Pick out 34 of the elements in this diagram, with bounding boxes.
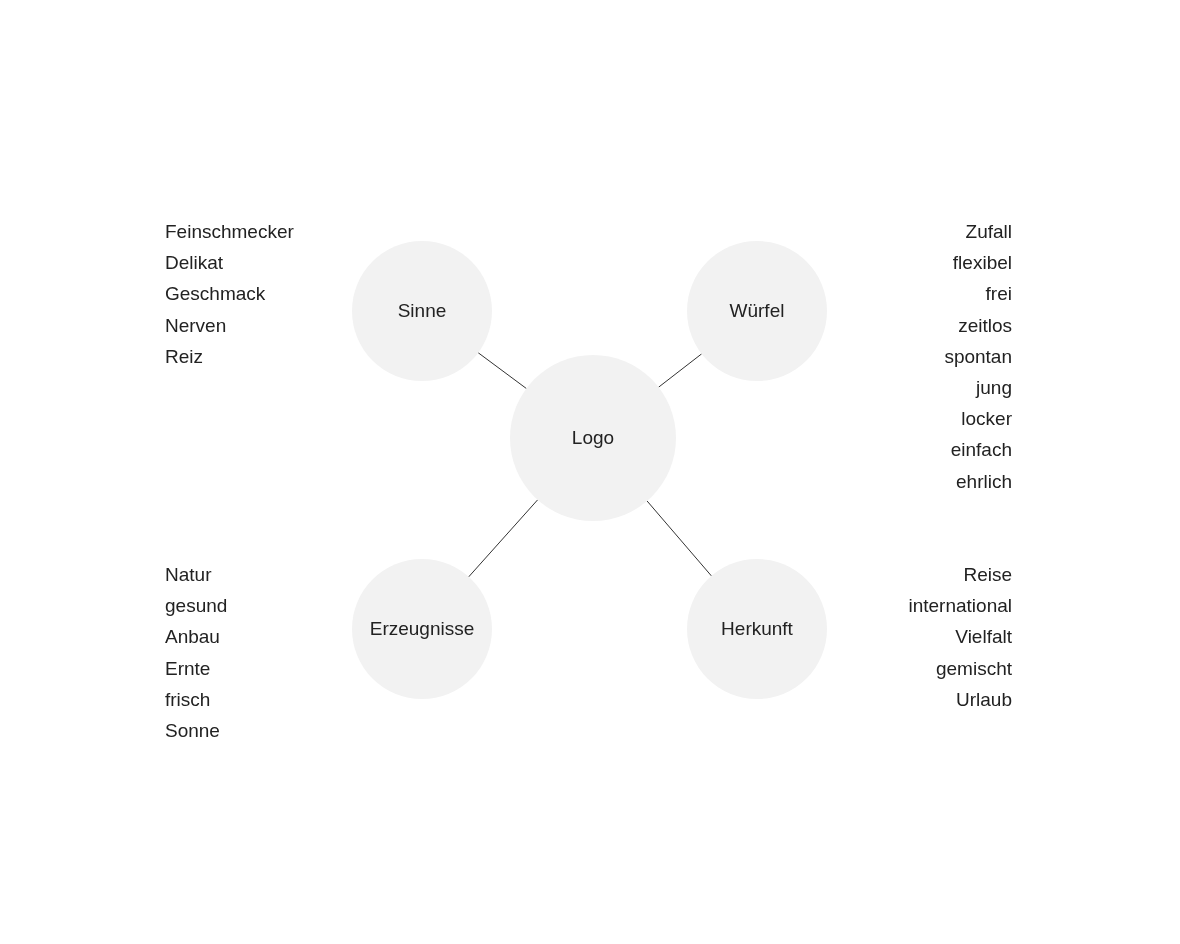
keyword: Sonne xyxy=(165,719,220,743)
keyword: flexibel xyxy=(952,251,1012,276)
keyword: gesund xyxy=(165,594,228,619)
connector-line xyxy=(468,499,539,578)
keyword: Reiz xyxy=(165,344,203,369)
keyword: jung xyxy=(976,376,1012,400)
keyword: Anbau xyxy=(165,625,220,650)
keyword: Nerven xyxy=(165,313,227,338)
keyword: frisch xyxy=(165,687,211,712)
keyword: Urlaub xyxy=(956,687,1012,712)
keyword: frei xyxy=(985,282,1012,307)
connector-line xyxy=(658,353,703,388)
keyword: Feinschmecker xyxy=(165,220,294,244)
keyword: einfach xyxy=(950,438,1012,463)
connector-line xyxy=(646,500,712,577)
keyword: Delikat xyxy=(165,251,224,276)
keyword: Ernte xyxy=(165,656,211,681)
keyword: Natur xyxy=(165,563,212,587)
topic-label: Herkunft xyxy=(721,618,793,640)
topic-label: Sinne xyxy=(397,300,447,322)
connector-line xyxy=(477,352,527,389)
topic-label: Logo xyxy=(571,427,615,449)
keyword: Zufall xyxy=(965,220,1012,244)
keyword: international xyxy=(908,594,1012,619)
topic-label: Erzeugnisse xyxy=(369,618,475,640)
keyword: Geschmack xyxy=(165,282,266,307)
keyword: Vielfalt xyxy=(955,625,1012,650)
keyword: spontan xyxy=(944,344,1012,369)
keyword: Reise xyxy=(963,563,1012,587)
keyword: locker xyxy=(961,407,1012,432)
keyword: zeitlos xyxy=(958,313,1012,338)
keyword: gemischt xyxy=(935,656,1012,681)
topic-label: Würfel xyxy=(729,300,785,322)
keyword: ehrlich xyxy=(956,469,1012,494)
